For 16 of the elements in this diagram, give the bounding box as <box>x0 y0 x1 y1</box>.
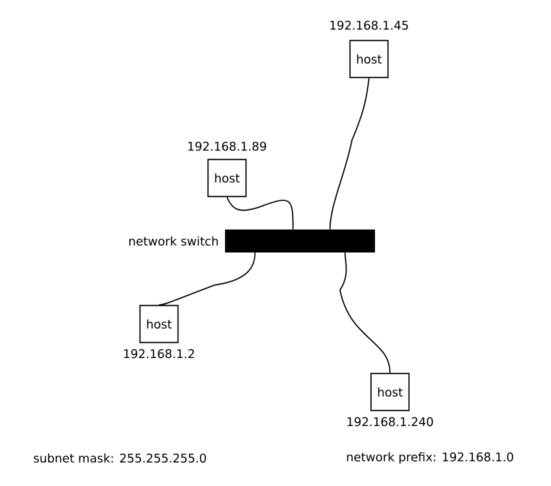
node-caption: network switch <box>129 236 218 246</box>
node-caption: 192.168.1.45 <box>330 20 408 30</box>
host-box: host <box>139 304 179 344</box>
cable-line <box>158 252 256 306</box>
note-text: network prefix: 192.168.1.0 <box>347 452 514 464</box>
node-caption: 192.168.1.240 <box>348 417 433 426</box>
switch-bar <box>225 229 375 252</box>
note-text: subnet mask: 255.255.255.0 <box>34 453 206 463</box>
host-box: host <box>370 372 410 412</box>
cable-line <box>329 78 370 230</box>
host-box: host <box>207 158 247 198</box>
host-box: host <box>349 40 389 78</box>
cable-line <box>226 196 294 230</box>
node-caption: 192.168.1.2 <box>124 349 194 358</box>
cable-line <box>339 252 391 373</box>
node-caption: 192.168.1.89 <box>188 142 266 151</box>
